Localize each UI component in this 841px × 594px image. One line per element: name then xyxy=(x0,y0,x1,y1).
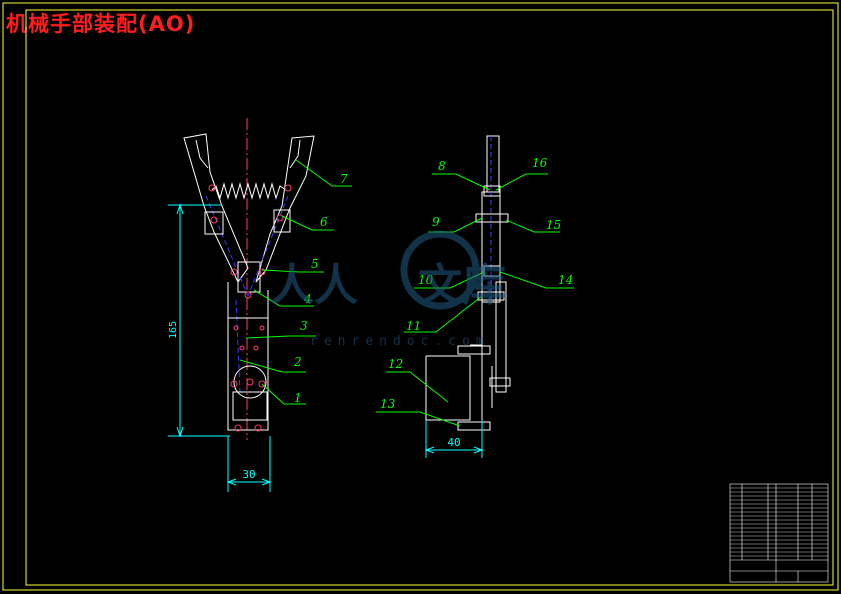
callout-2: 2 xyxy=(293,355,302,369)
front-view xyxy=(183,118,315,440)
side-bolts xyxy=(457,185,511,431)
callout-3: 3 xyxy=(300,319,308,333)
spring xyxy=(211,182,287,200)
side-callout-labels: 8 16 9 15 10 14 11 12 13 xyxy=(380,156,573,411)
title-block xyxy=(729,483,829,583)
inner-frame xyxy=(25,9,834,586)
watermark: 人人 文库 renrendoc.com xyxy=(270,230,506,349)
watermark-cn-right: 文库 xyxy=(418,260,506,311)
front-dimensions xyxy=(168,203,272,492)
callout-13: 13 xyxy=(380,397,396,411)
watermark-url: renrendoc.com xyxy=(310,334,490,349)
callout-7: 7 xyxy=(340,172,348,186)
callout-16: 16 xyxy=(532,156,548,170)
pins xyxy=(208,184,292,432)
callout-6: 6 xyxy=(320,215,328,229)
drawing-title: 机械手部装配(AO) xyxy=(6,12,196,36)
callout-1: 1 xyxy=(294,391,302,405)
motor-block xyxy=(425,355,471,421)
side-dimensions xyxy=(424,420,484,458)
dim-width-front: 30 xyxy=(242,468,255,481)
side-view xyxy=(425,135,511,431)
left-jaw xyxy=(183,133,249,283)
title-block-rows xyxy=(730,487,828,557)
callout-10: 10 xyxy=(418,273,434,287)
callout-15: 15 xyxy=(546,218,561,232)
callout-8: 8 xyxy=(438,159,446,173)
watermark-circle xyxy=(400,230,480,310)
callout-12: 12 xyxy=(388,357,403,371)
dim-height: 165 xyxy=(168,321,179,339)
front-leaders xyxy=(239,159,352,405)
drive-disk xyxy=(233,365,267,399)
callout-4: 4 xyxy=(303,292,312,306)
dim-width-side: 40 xyxy=(447,436,460,449)
body-plate xyxy=(227,282,269,431)
callout-9: 9 xyxy=(432,215,440,229)
callout-5: 5 xyxy=(311,257,319,271)
callout-14: 14 xyxy=(558,273,573,287)
callout-11: 11 xyxy=(406,319,421,333)
front-callout-labels: 7 6 5 4 3 2 1 xyxy=(293,172,348,405)
watermark-cn-left: 人人 xyxy=(270,260,358,311)
side-rod xyxy=(486,135,500,193)
